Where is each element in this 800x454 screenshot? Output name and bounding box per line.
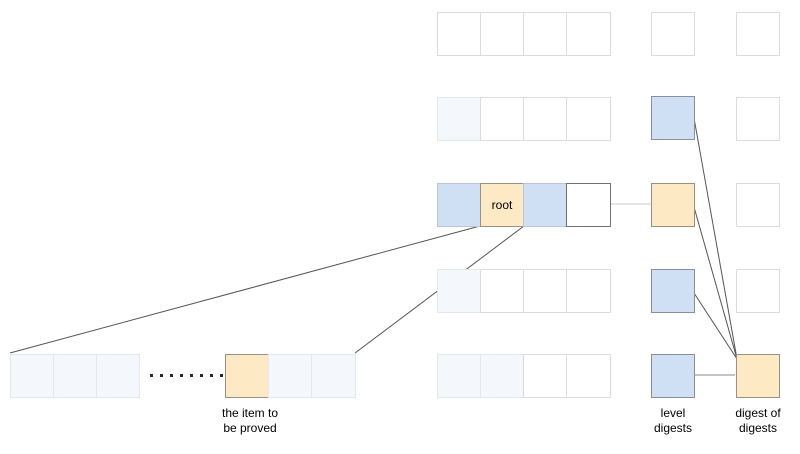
row-1-grid-cell-1	[437, 12, 481, 56]
row-3-grid-cell-root: root	[480, 183, 524, 227]
row-5-level-digest	[651, 354, 695, 398]
caption-item-to-be-proved: the item to be proved	[221, 406, 279, 435]
row-3-grid-cell-3	[523, 183, 567, 227]
row-1-level-digest	[651, 12, 695, 56]
leaf-cell-item-to-be-proved	[225, 354, 269, 398]
row-3-grid-cell-1	[437, 183, 481, 227]
row-2-grid-cell-2	[480, 97, 524, 141]
row-2-level-digest	[651, 96, 695, 140]
row-5-grid-cell-4	[566, 354, 611, 398]
row-4-grid-cell-3	[523, 269, 567, 313]
expansion-line-left	[9, 225, 481, 354]
leaf-ellipsis	[150, 374, 223, 378]
leaf-cell-6	[311, 354, 356, 398]
row-4-grid-cell-1	[437, 269, 481, 313]
leaf-cell-1	[10, 354, 54, 398]
row-1-grid-cell-3	[523, 12, 567, 56]
digest-line-row3	[693, 206, 738, 360]
caption-level-digests: level digests	[653, 406, 693, 435]
row-5-grid-cell-3	[523, 354, 567, 398]
row-3-grid-cell-4	[566, 183, 611, 227]
row-1-grid-cell-2	[480, 12, 524, 56]
leaf-cell-2	[53, 354, 97, 398]
row-2-grid-cell-1	[437, 97, 481, 141]
row-5-grid-cell-1	[437, 354, 481, 398]
row-5-grid-cell-2	[480, 354, 524, 398]
row-4-level-digest	[651, 269, 695, 313]
row-4-grid-cell-2	[480, 269, 524, 313]
digest-line-row2	[693, 117, 738, 360]
row-4-grid-cell-4	[566, 269, 611, 313]
row-2-grid-cell-3	[523, 97, 567, 141]
row-3-level-digest	[651, 183, 695, 227]
row-1-grid-cell-4	[566, 12, 611, 56]
root-cell-label: root	[491, 198, 513, 212]
caption-digest-of-digests: digest of digests	[735, 406, 781, 435]
leaf-cell-5	[268, 354, 312, 398]
digest-line-row4	[693, 292, 738, 360]
row-4-digest-box	[736, 269, 780, 313]
row-1-digest-box	[736, 12, 780, 56]
row-3-digest-box	[736, 183, 780, 227]
row-5-digest-of-digests-box	[736, 354, 780, 398]
row-2-digest-box	[736, 97, 780, 141]
row-2-grid-cell-4	[566, 97, 611, 141]
leaf-cell-3	[96, 354, 140, 398]
